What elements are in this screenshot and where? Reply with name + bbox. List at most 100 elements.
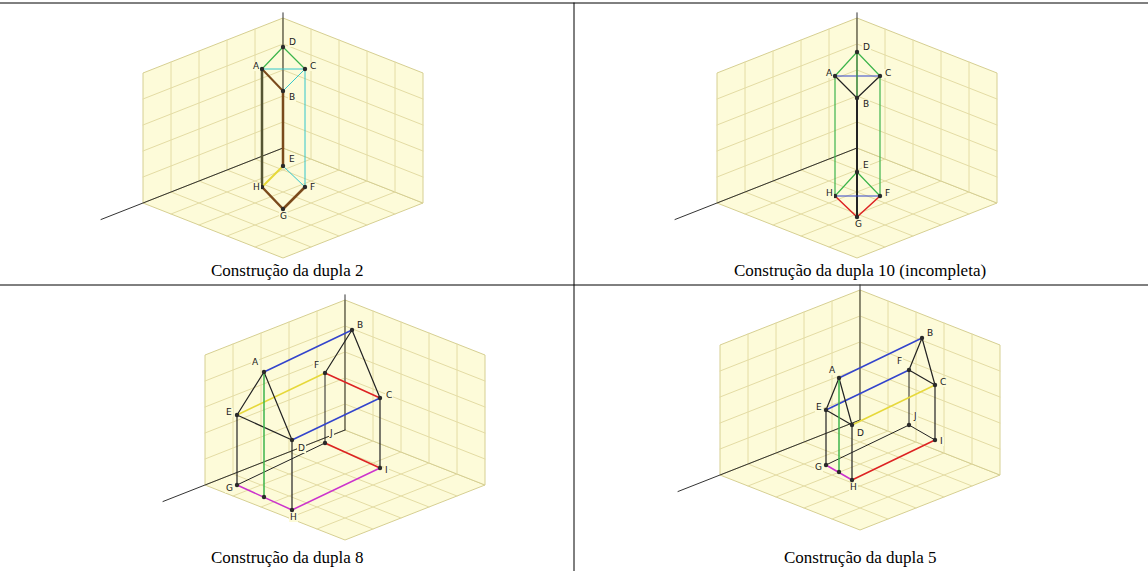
point-dot	[262, 370, 266, 374]
point-dot	[262, 495, 266, 499]
point-label: C	[939, 378, 947, 387]
grid-line	[916, 312, 917, 442]
point-dot	[378, 466, 382, 470]
grid-line	[776, 442, 916, 497]
point-label: F	[309, 183, 316, 192]
prism-edge	[283, 47, 305, 69]
house-edge	[264, 330, 352, 372]
grid-line	[773, 181, 913, 236]
point-dot	[281, 89, 285, 93]
grid-line	[944, 323, 945, 453]
grid-line	[205, 404, 345, 459]
prism-edge	[835, 196, 857, 217]
prism-edge	[835, 172, 857, 196]
point-dot	[850, 478, 854, 482]
point-dot	[290, 438, 294, 442]
point-label: C	[385, 391, 393, 400]
grid-line	[773, 51, 774, 181]
grid-line	[801, 170, 941, 225]
grid-line	[199, 51, 200, 181]
point-label: B	[288, 93, 296, 102]
point-label: F	[896, 357, 903, 366]
house-edge	[909, 338, 922, 370]
prism-edge	[857, 196, 880, 217]
point-dot	[855, 50, 859, 54]
caption: Construção da dupla 8	[209, 548, 366, 568]
point-dot	[350, 328, 354, 332]
grid-line	[283, 70, 423, 125]
prism-edge	[283, 166, 305, 187]
point-dot	[850, 423, 854, 427]
point-label: G	[814, 463, 823, 472]
prism-edge	[262, 47, 283, 69]
point-label: B	[862, 100, 870, 109]
house-edge	[237, 372, 264, 415]
point-dot	[855, 215, 859, 219]
point-label: G	[225, 484, 234, 493]
grid-line	[832, 464, 972, 519]
prism-edge	[835, 76, 857, 98]
grid-line	[261, 463, 401, 518]
point-label: A	[828, 366, 836, 375]
point-label: J	[329, 429, 334, 438]
point-label: I	[384, 466, 389, 475]
axis-line	[860, 285, 861, 420]
grid-line	[717, 122, 857, 177]
point-label: I	[939, 437, 944, 446]
point-dot	[837, 376, 841, 380]
grid-line	[283, 44, 423, 99]
prism-edge	[262, 69, 305, 70]
point-dot	[878, 74, 882, 78]
grid-line	[860, 342, 1000, 397]
grid-line	[233, 474, 373, 529]
house-edge	[851, 425, 852, 480]
grid-line	[860, 316, 1000, 371]
grid-line	[317, 474, 457, 529]
point-label: A	[251, 358, 259, 367]
point-label: H	[252, 183, 261, 192]
prism-edge	[857, 52, 880, 76]
house-edge	[826, 378, 839, 410]
grid-line	[345, 352, 485, 407]
grid-line	[227, 40, 228, 170]
point-label: G	[854, 220, 863, 229]
grid-line	[255, 29, 256, 159]
house-edge	[325, 443, 380, 468]
point-label: J	[913, 412, 918, 421]
point-dot	[855, 96, 859, 100]
grid-line	[717, 44, 857, 99]
point-label: H	[289, 513, 298, 522]
point-label: D	[862, 43, 871, 52]
point-label: F	[313, 361, 320, 370]
point-label: H	[849, 483, 858, 492]
wall-plane	[860, 290, 1000, 475]
point-label: E	[288, 155, 296, 164]
grid-line	[857, 122, 997, 177]
grid-line	[773, 170, 913, 225]
house-edge	[839, 338, 922, 378]
prism-edge	[262, 69, 283, 91]
table-rule	[574, 3, 575, 571]
house-edge	[838, 378, 840, 472]
grid-line	[829, 29, 830, 159]
house-edge	[292, 468, 380, 510]
grid-line	[283, 122, 423, 177]
grid-line	[969, 62, 970, 192]
grid-line	[227, 181, 367, 236]
grid-line	[776, 323, 777, 453]
grid-line	[885, 29, 886, 159]
point-dot	[323, 441, 327, 445]
axis-line	[163, 430, 345, 502]
house-edge	[236, 415, 237, 485]
house-edge	[934, 385, 935, 440]
grid-line	[801, 40, 802, 170]
grid-line	[748, 334, 749, 464]
point-label: H	[825, 189, 834, 198]
grid-line	[171, 62, 172, 192]
grid-line	[395, 62, 396, 192]
point-dot	[933, 383, 937, 387]
prism-edge	[282, 91, 285, 166]
house-edge	[291, 440, 292, 510]
axis-line	[101, 148, 283, 220]
